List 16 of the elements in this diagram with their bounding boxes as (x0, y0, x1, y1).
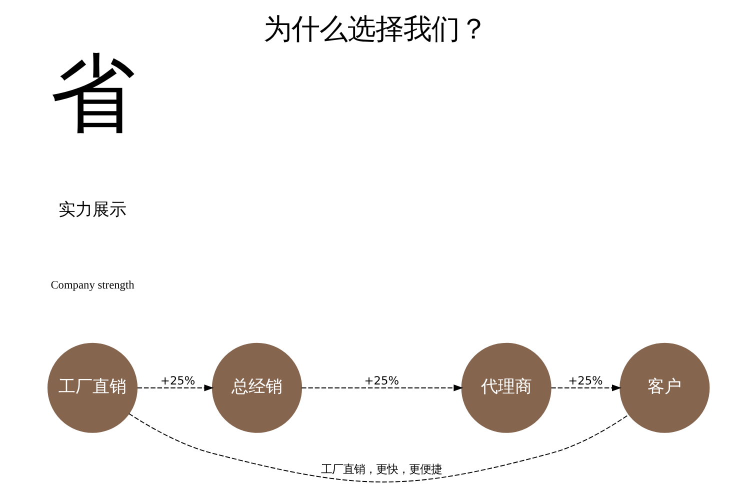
label: 实力展示 (58, 200, 126, 220)
node-circle: 总经销 (211, 342, 302, 433)
node-circle: 客户 (619, 342, 710, 433)
connector (128, 413, 629, 482)
label: 省 (50, 44, 135, 144)
arrow (300, 384, 463, 392)
edge-label: +25% (568, 374, 602, 388)
arrow (136, 384, 214, 392)
diagram-title: 为什么选择我们？ (263, 12, 487, 46)
edge-label: +25% (160, 374, 195, 388)
node-circle: 工厂直销 (46, 342, 138, 433)
arrow (550, 384, 621, 392)
label: Company strength (50, 279, 134, 292)
node-circle: 代理商 (460, 342, 551, 433)
edge-label: +25% (364, 374, 399, 388)
edge-label: 工厂直销，更快，更便捷 (320, 462, 442, 476)
